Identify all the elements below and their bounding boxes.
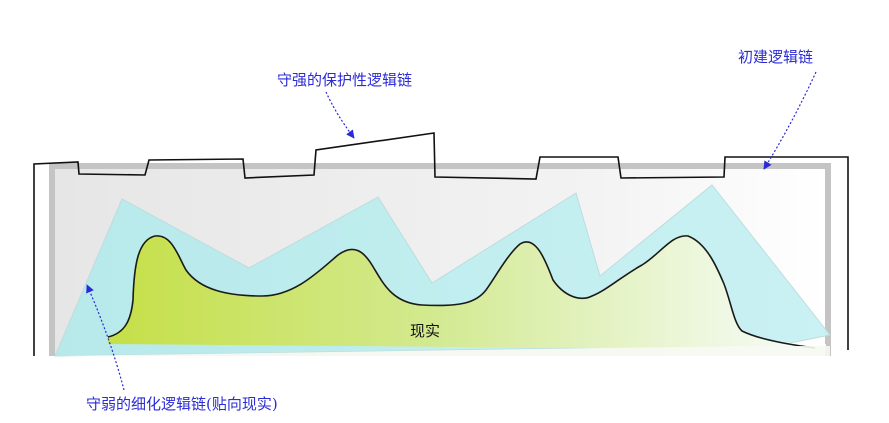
initial-chain-label: 初建逻辑链	[738, 48, 814, 66]
base-strip	[55, 346, 830, 356]
initial-logic-chain-frame	[49, 163, 831, 356]
refined-chain-label: 守弱的细化逻辑链(贴向现实)	[86, 395, 278, 413]
reality-outline	[107, 235, 816, 349]
refined-chain-arrow	[86, 284, 125, 391]
protective-chain-arrow	[325, 91, 355, 139]
reality-region	[108, 235, 826, 350]
protective-logic-chain-outline	[33, 132, 849, 356]
initial-chain-arrow	[763, 71, 817, 170]
reality-label: 现实	[410, 322, 441, 340]
protective-chain-label: 守强的保护性逻辑链	[277, 71, 413, 89]
